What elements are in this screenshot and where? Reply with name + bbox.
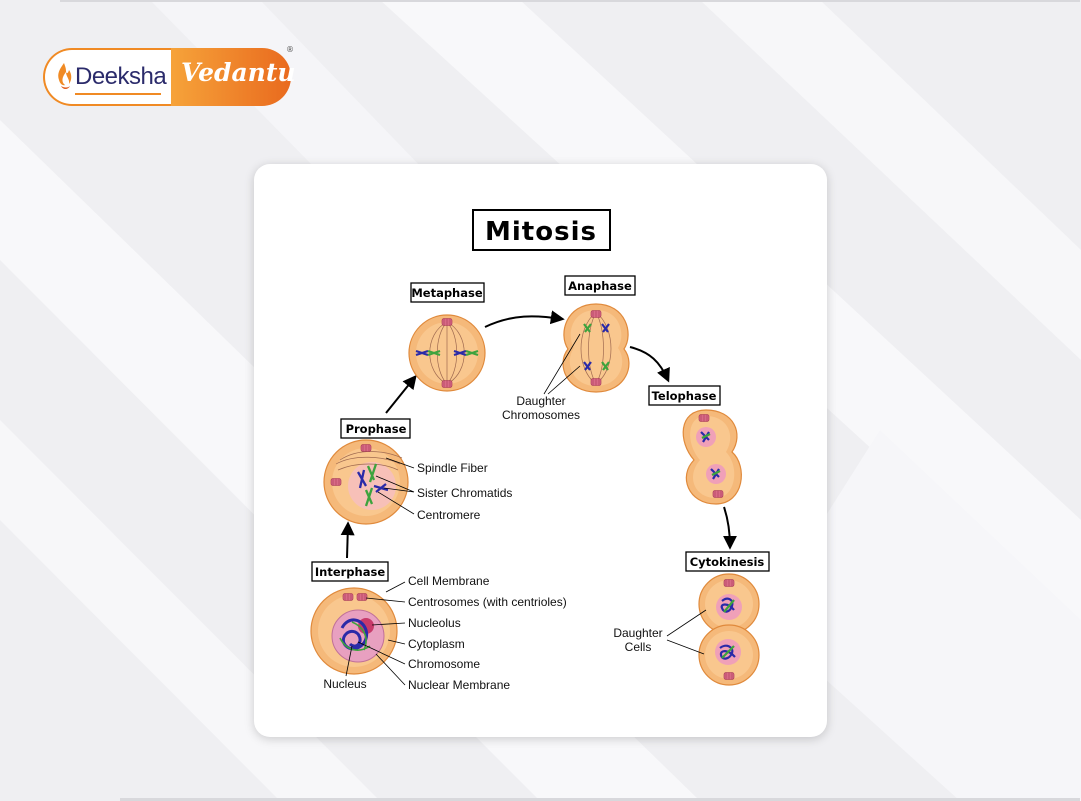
vedantu-wordmark: Vedantu xyxy=(181,58,296,87)
anaphase-label: Anaphase xyxy=(568,279,632,293)
cytoplasm-label: Cytoplasm xyxy=(408,637,465,651)
nuclear-membrane-leader xyxy=(375,653,406,686)
nuclear-membrane-label: Nuclear Membrane xyxy=(408,678,510,692)
spindle-fiber-label: Spindle Fiber xyxy=(417,461,488,475)
interphase-label-box xyxy=(311,561,389,582)
registered-mark: ® xyxy=(286,45,294,54)
cytokinesis-label-box xyxy=(685,551,770,572)
sister-chromatids-label: Sister Chromatids xyxy=(417,486,512,500)
centromere-leader xyxy=(377,491,415,515)
cytoplasm-leader xyxy=(387,639,406,645)
telophase-label-box xyxy=(648,385,721,406)
prophase-cell xyxy=(323,439,409,525)
deeksha-underline xyxy=(75,93,161,95)
nucleolus-leader xyxy=(371,622,406,626)
centrosomes-label: Centrosomes (with centrioles) xyxy=(408,595,567,609)
daughter-chromosomes-line1: Daughter xyxy=(516,394,565,408)
nucleus-label: Nucleus xyxy=(323,677,366,691)
arrow-anaphase-to-telophase xyxy=(629,346,670,383)
nucleolus-label: Nucleolus xyxy=(408,616,461,630)
nucleus-leader xyxy=(345,645,353,677)
centromere-label: Centromere xyxy=(417,508,481,522)
arrow-telophase-to-cytokinesis xyxy=(722,506,737,550)
sister-chromatids-leader xyxy=(375,475,415,493)
cytokinesis-cell-top xyxy=(698,573,760,635)
deeksha-wordmark: Deeksha xyxy=(75,63,167,90)
telophase-cell xyxy=(682,409,742,505)
cytokinesis-cell-bottom xyxy=(698,624,760,686)
vedantu-logo-panel: Vedantu xyxy=(171,48,296,106)
cell-membrane-leader xyxy=(385,581,406,593)
mitosis-diagram: Mitosis Metaphase Anaphase Telophase Pro… xyxy=(310,209,770,692)
arrow-metaphase-to-anaphase xyxy=(484,310,565,328)
daughter-chromosomes-line2: Chromosomes xyxy=(502,408,580,422)
telophase-label: Telophase xyxy=(652,389,717,403)
spindle-fiber-leader xyxy=(385,457,415,469)
interphase-cell xyxy=(310,587,398,675)
chromosome-leader xyxy=(357,641,406,665)
title-box xyxy=(472,209,611,251)
metaphase-cell xyxy=(408,314,486,392)
diagram-title: Mitosis xyxy=(485,217,597,247)
daughter-chromosomes-leader xyxy=(543,333,581,395)
anaphase-label-box xyxy=(564,275,636,296)
arrow-prophase-to-metaphase xyxy=(385,374,417,414)
flame-icon xyxy=(58,63,72,89)
centrosomes-leader xyxy=(365,597,406,603)
prophase-label-box xyxy=(340,418,411,439)
prophase-label: Prophase xyxy=(346,422,407,436)
metaphase-label: Metaphase xyxy=(411,286,483,300)
daughter-cells-line1: Daughter xyxy=(613,626,662,640)
brand-logo: Deeksha Vedantu ® xyxy=(43,45,296,106)
cell-membrane-label: Cell Membrane xyxy=(408,574,490,588)
anaphase-cell xyxy=(562,303,630,393)
daughter-cells-leader xyxy=(666,609,707,655)
deeksha-logo-panel: Deeksha xyxy=(43,48,171,106)
interphase-label: Interphase xyxy=(315,565,385,579)
cytokinesis-label: Cytokinesis xyxy=(690,555,765,569)
metaphase-label-box xyxy=(410,282,485,303)
daughter-cells-line2: Cells xyxy=(625,640,652,654)
chromosome-label: Chromosome xyxy=(408,657,480,671)
arrow-interphase-to-prophase xyxy=(340,521,355,559)
